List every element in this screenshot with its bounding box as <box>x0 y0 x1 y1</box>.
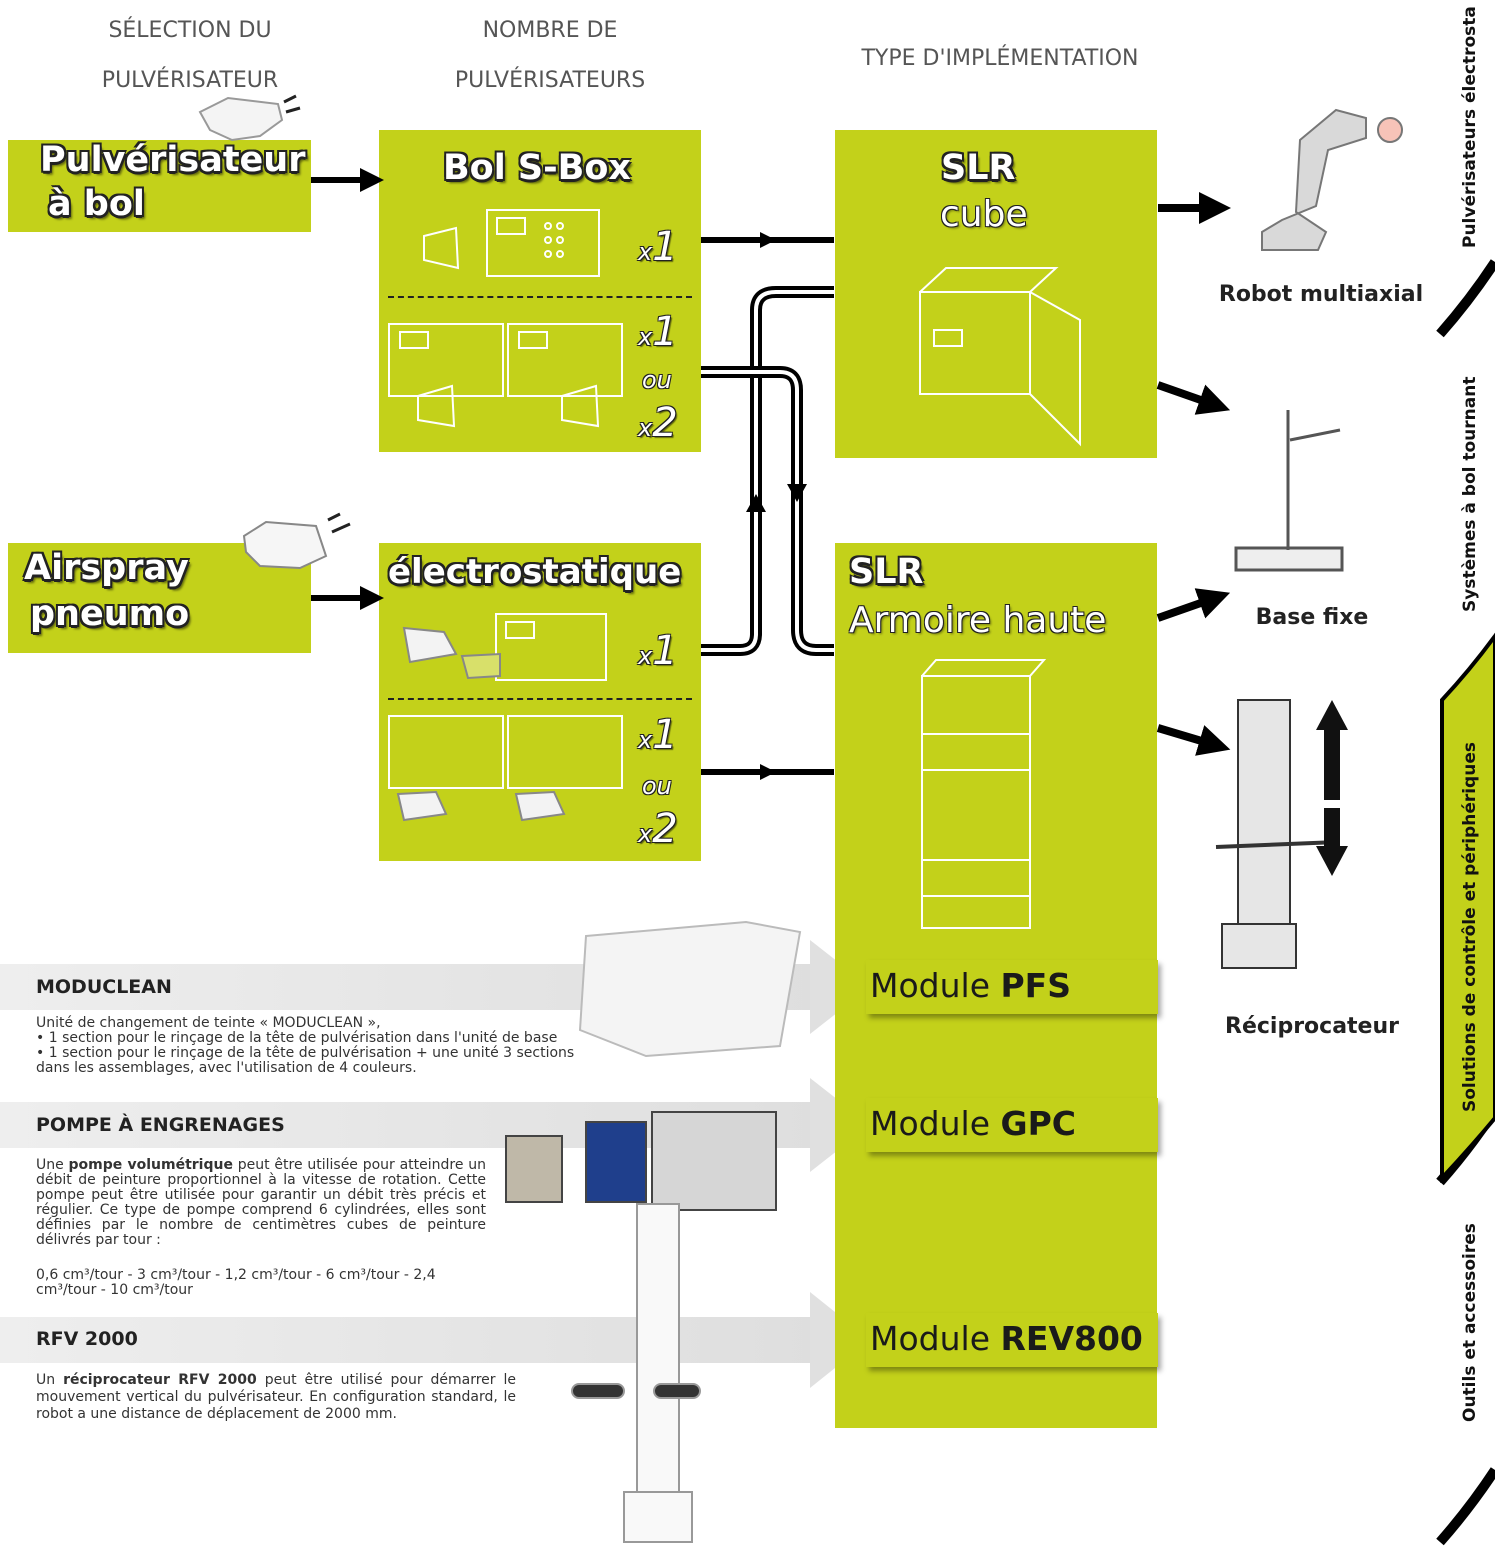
sbox-unit-sketches <box>388 209 623 428</box>
electro-divider <box>388 698 692 700</box>
rfv-title: RFV 2000 <box>36 1328 138 1350</box>
reciprocator-sketch <box>1215 699 1348 969</box>
rfv-band <box>0 1317 830 1363</box>
header-selection-line1: SÉLECTION DU <box>108 18 272 43</box>
base-caption: Base fixe <box>1255 605 1369 630</box>
bowl-sprayer-box[interactable] <box>8 140 311 232</box>
sbox-divider <box>388 296 692 298</box>
pump-title: POMPE À ENGRENAGES <box>36 1114 285 1136</box>
sbox-x1-single: x1 <box>638 224 678 270</box>
airspray-title-line1: Airspray <box>24 548 189 588</box>
robot-caption: Robot multiaxial <box>1218 282 1424 307</box>
header-implementation: TYPE D'IMPLÉMENTATION <box>861 46 1139 71</box>
slr-armoire-slr: SLR <box>849 552 924 592</box>
pump-product-sketch <box>505 1111 777 1211</box>
side-tab-control-solutions[interactable]: Solutions de contrôle et périphériques <box>1460 742 1480 1112</box>
electro-unit-sketches <box>388 613 623 822</box>
header-selection-line2: PULVÉRISATEUR <box>101 68 279 93</box>
electro-or: ou <box>642 772 672 800</box>
cube-cabinet-sketch <box>919 267 1081 447</box>
header-count-line2: PULVÉRISATEURS <box>454 68 646 93</box>
moduclean-product-sketch <box>578 920 802 1058</box>
arrow-to-reciprocator <box>1156 724 1231 756</box>
sbox-or: ou <box>642 366 672 394</box>
electro-x2: x2 <box>638 806 678 852</box>
connector-electro-x1-to-cube <box>701 286 834 656</box>
moduclean-text: Unité de changement de teinte « MODUCLEA… <box>36 1015 575 1076</box>
air-gun-sketch <box>242 512 351 570</box>
module-pfs-tab[interactable] <box>866 960 1158 1014</box>
bowl-gun-sketch <box>198 94 301 142</box>
moduclean-title: MODUCLEAN <box>36 976 172 998</box>
rfv-product-sketch <box>571 1203 701 1543</box>
module-rev800-tab[interactable] <box>866 1313 1158 1367</box>
slr-armoire-label: Armoire haute <box>849 600 1107 641</box>
side-tab-electrostatic[interactable]: Pulvérisateurs électrosta <box>1460 6 1480 248</box>
sbox-title: Bol S-Box <box>443 148 631 188</box>
sbox-x2: x2 <box>638 400 678 446</box>
rfv-text: Un réciprocateur RFV 2000 peut être util… <box>36 1372 516 1422</box>
electro-x1-double: x1 <box>638 712 678 758</box>
armoire-cabinet-sketch <box>921 659 1047 929</box>
slr-cube-label: cube <box>940 194 1028 235</box>
module-rev800-label: Module REV800 <box>870 1319 1143 1358</box>
slr-cube-slr: SLR <box>941 148 1016 188</box>
pump-capacities: 0,6 cm³/tour - 3 cm³/tour - 1,2 cm³/tour… <box>36 1267 436 1298</box>
base-sketch <box>1234 410 1344 572</box>
module-pfs-label: Module PFS <box>870 966 1071 1005</box>
airspray-title-line2: pneumo <box>30 594 190 634</box>
sbox-count-box[interactable] <box>379 130 701 452</box>
slr-cube-box[interactable] <box>835 130 1157 458</box>
robot-sketch <box>1261 108 1403 251</box>
active-side-tab-shape <box>1440 632 1495 1184</box>
bowl-sprayer-title-line1: Pulvérisateur <box>40 140 306 180</box>
electro-title: électrostatique <box>388 552 682 592</box>
pump-text: Une pompe volumétrique peut être utilisé… <box>36 1157 486 1248</box>
connector-sbox-x2-to-armoire <box>701 366 834 656</box>
side-tab-tools[interactable]: Outils et accessoires <box>1460 1223 1480 1422</box>
header-count-line1: NOMBRE DE <box>482 18 618 43</box>
reciprocator-caption: Réciprocateur <box>1225 1014 1399 1039</box>
module-gpc-label: Module GPC <box>870 1104 1076 1143</box>
side-tab-bowl-systems[interactable]: Systèmes à bol tournant <box>1460 376 1480 612</box>
module-gpc-tab[interactable] <box>866 1098 1158 1152</box>
arrow-to-base-2 <box>1156 588 1231 622</box>
bowl-sprayer-title-line2: à bol <box>48 184 145 224</box>
electro-x1-single: x1 <box>638 628 678 674</box>
arrow-to-base <box>1156 381 1231 415</box>
sbox-x1-double: x1 <box>638 309 678 355</box>
